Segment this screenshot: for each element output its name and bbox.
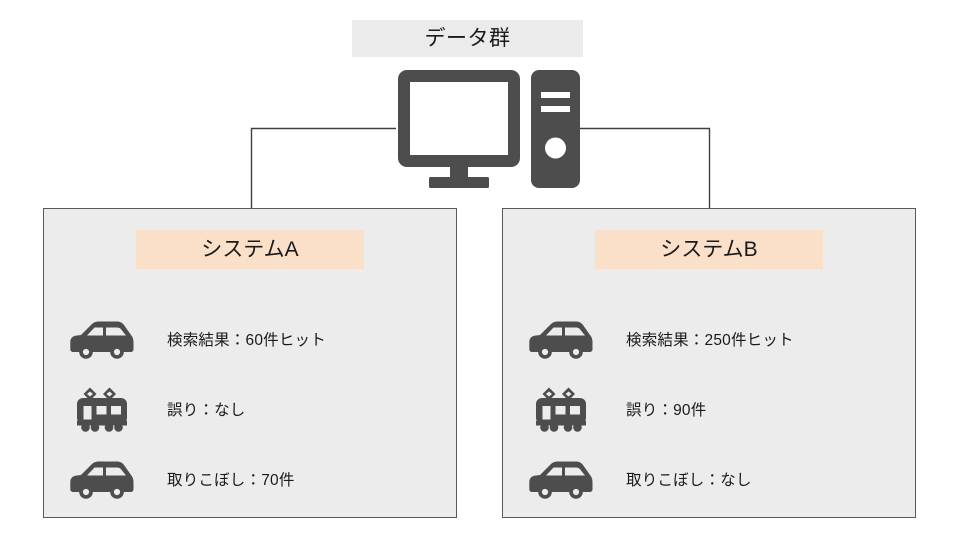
system-a-header-text: システムA [201, 238, 299, 261]
system-a-header-banner: システムA [136, 230, 364, 269]
data-source-title-text: データ群 [424, 27, 511, 50]
tram-icon [77, 387, 127, 432]
system-a-errors-label: 誤り：なし [167, 402, 246, 419]
system-b-header-text: システムB [660, 238, 758, 261]
car-icon [70, 321, 134, 359]
system-a-row-search-results: 検索結果：60件ヒット [69, 304, 444, 374]
system-a-misses-label: 取りこぼし：70件 [167, 472, 295, 489]
system-box-system-a: システムA 検索結果：60件ヒット [43, 208, 457, 518]
system-b-row-search-results: 検索結果：250件ヒット [528, 304, 903, 374]
system-b-row-misses: 取りこぼし：なし [528, 444, 903, 514]
connector-to-system-b [578, 127, 711, 208]
system-a-row-errors: 誤り：なし [69, 374, 444, 444]
system-box-system-b: システムB 検索結果：250件ヒット [502, 208, 916, 518]
car-icon [70, 461, 134, 499]
system-b-search-results-label: 検索結果：250件ヒット [626, 332, 794, 349]
desktop-computer-icon [398, 70, 580, 188]
tram-icon [536, 387, 586, 432]
system-a-row-misses: 取りこぼし：70件 [69, 444, 444, 514]
system-a-search-results-label: 検索結果：60件ヒット [167, 332, 326, 349]
system-a-metric-list: 検索結果：60件ヒット [69, 304, 444, 514]
system-b-errors-label: 誤り：90件 [626, 402, 707, 419]
system-b-row-errors: 誤り：90件 [528, 374, 903, 444]
system-b-header-banner: システムB [595, 230, 823, 269]
connector-to-system-a [250, 127, 396, 208]
data-source-title-banner: データ群 [352, 20, 583, 57]
car-icon [529, 461, 593, 499]
system-b-metric-list: 検索結果：250件ヒット 誤り： [528, 304, 903, 514]
system-b-misses-label: 取りこぼし：なし [626, 472, 752, 489]
car-icon [529, 321, 593, 359]
